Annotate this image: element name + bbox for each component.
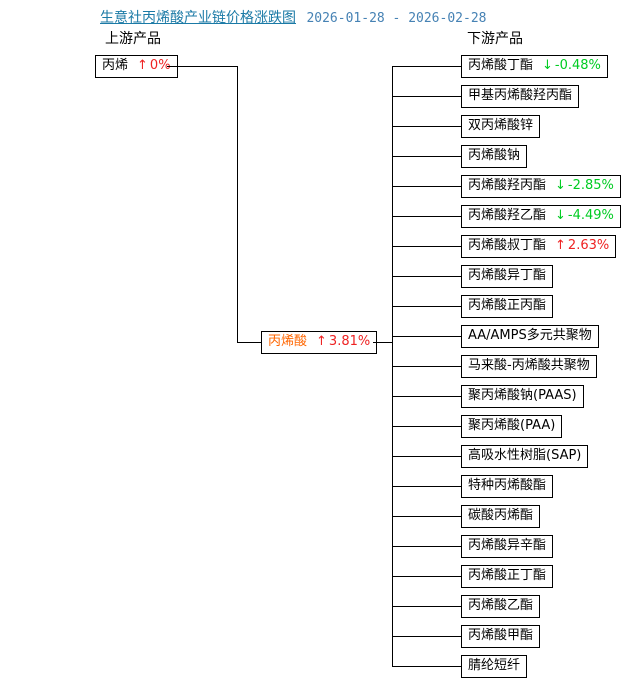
change-arrow-icon: ↓: [555, 208, 566, 223]
connector-line: [392, 576, 461, 577]
node-name: 特种丙烯酸酯: [468, 478, 547, 493]
connector-line: [392, 246, 461, 247]
connector-line: [392, 216, 461, 217]
node-name: 丙烯酸丁酯: [468, 58, 534, 73]
diagram-title: 生意社丙烯酸产业链价格涨跌图 2026-01-28 - 2026-02-28: [100, 7, 486, 27]
node-name: AA/AMPS多元共聚物: [468, 328, 592, 343]
node-center-product[interactable]: 丙烯酸 ↑3.81%: [261, 331, 378, 354]
connector-line: [237, 66, 238, 343]
node-downstream-product[interactable]: AA/AMPS多元共聚物: [461, 325, 599, 348]
connector-line: [392, 66, 461, 67]
connector-line: [392, 396, 461, 397]
title-date-range: 2026-01-28 - 2026-02-28: [306, 11, 487, 26]
node-name: 聚丙烯酸钠(PAAS): [468, 388, 577, 403]
node-name: 腈纶短纤: [468, 658, 521, 673]
node-change: -4.49%: [567, 208, 614, 223]
node-name: 丙烯酸正丁酯: [468, 568, 547, 583]
connector-line: [392, 546, 461, 547]
connector-line: [392, 156, 461, 157]
node-name: 丙烯酸羟丙酯: [468, 178, 547, 193]
node-change: -2.85%: [567, 178, 614, 193]
node-downstream-product[interactable]: 腈纶短纤: [461, 655, 528, 678]
node-downstream-product[interactable]: 丙烯酸丁酯 ↓-0.48%: [461, 55, 608, 78]
connector-line: [392, 366, 461, 367]
node-downstream-product[interactable]: 聚丙烯酸(PAA): [461, 415, 563, 438]
node-downstream-product[interactable]: 丙烯酸钠: [461, 145, 528, 168]
node-name: 丙烯: [102, 58, 129, 73]
node-downstream-product[interactable]: 甲基丙烯酸羟丙酯: [461, 85, 580, 108]
change-arrow-icon: ↓: [555, 178, 566, 193]
connector-line: [392, 306, 461, 307]
upstream-column-label: 上游产品: [105, 31, 161, 47]
node-name: 双丙烯酸锌: [468, 118, 534, 133]
node-downstream-product[interactable]: 丙烯酸羟丙酯 ↓-2.85%: [461, 175, 621, 198]
node-downstream-product[interactable]: 马来酸-丙烯酸共聚物: [461, 355, 597, 378]
connector-line: [392, 126, 461, 127]
node-downstream-product[interactable]: 高吸水性树脂(SAP): [461, 445, 589, 468]
node-downstream-product[interactable]: 丙烯酸异丁酯: [461, 265, 554, 288]
up-arrow-icon: ↑: [316, 334, 327, 349]
node-name: 聚丙烯酸(PAA): [468, 418, 556, 433]
node-name: 丙烯酸异丁酯: [468, 268, 547, 283]
node-downstream-product[interactable]: 特种丙烯酸酯: [461, 475, 554, 498]
connector-line: [392, 276, 461, 277]
up-arrow-icon: ↑: [137, 58, 148, 73]
node-name: 丙烯酸甲酯: [468, 628, 534, 643]
change-arrow-icon: ↑: [555, 238, 566, 253]
node-change: -0.48%: [554, 58, 601, 73]
node-upstream-product[interactable]: 丙烯 ↑0%: [95, 55, 178, 78]
connector-line: [392, 426, 461, 427]
node-name: 丙烯酸乙酯: [468, 598, 534, 613]
connector-line: [392, 606, 461, 607]
connector-line: [392, 486, 461, 487]
connector-line: [392, 456, 461, 457]
node-downstream-product[interactable]: 丙烯酸正丁酯: [461, 565, 554, 588]
node-downstream-product[interactable]: 丙烯酸羟乙酯 ↓-4.49%: [461, 205, 621, 228]
node-name: 丙烯酸: [268, 334, 308, 349]
node-name: 丙烯酸正丙酯: [468, 298, 547, 313]
change-arrow-icon: ↓: [542, 58, 553, 73]
node-downstream-product[interactable]: 丙烯酸异辛酯: [461, 535, 554, 558]
node-name: 丙烯酸羟乙酯: [468, 208, 547, 223]
connector-line: [392, 636, 461, 637]
connector-line: [392, 96, 461, 97]
node-name: 丙烯酸叔丁酯: [468, 238, 547, 253]
connector-line: [373, 342, 392, 343]
node-downstream-product[interactable]: 丙烯酸甲酯: [461, 625, 541, 648]
connector-line: [392, 666, 461, 667]
connector-line: [392, 186, 461, 187]
node-change: 0%: [149, 58, 171, 73]
connector-line: [238, 342, 261, 343]
node-downstream-product[interactable]: 丙烯酸正丙酯: [461, 295, 554, 318]
node-change: 3.81%: [328, 334, 371, 349]
node-change: 2.63%: [567, 238, 610, 253]
node-name: 丙烯酸异辛酯: [468, 538, 547, 553]
node-downstream-product[interactable]: 丙烯酸乙酯: [461, 595, 541, 618]
node-downstream-product[interactable]: 聚丙烯酸钠(PAAS): [461, 385, 584, 408]
connector-line: [392, 516, 461, 517]
node-downstream-product[interactable]: 双丙烯酸锌: [461, 115, 541, 138]
node-downstream-product[interactable]: 碳酸丙烯酯: [461, 505, 541, 528]
node-name: 高吸水性树脂(SAP): [468, 448, 582, 463]
downstream-column-label: 下游产品: [467, 31, 523, 47]
node-name: 丙烯酸钠: [468, 148, 521, 163]
node-downstream-product[interactable]: 丙烯酸叔丁酯 ↑2.63%: [461, 235, 617, 258]
connector-line: [167, 66, 237, 67]
connector-line: [392, 336, 461, 337]
node-name: 甲基丙烯酸羟丙酯: [468, 88, 573, 103]
node-name: 碳酸丙烯酯: [468, 508, 534, 523]
node-name: 马来酸-丙烯酸共聚物: [468, 358, 590, 373]
title-link[interactable]: 生意社丙烯酸产业链价格涨跌图: [100, 10, 296, 26]
